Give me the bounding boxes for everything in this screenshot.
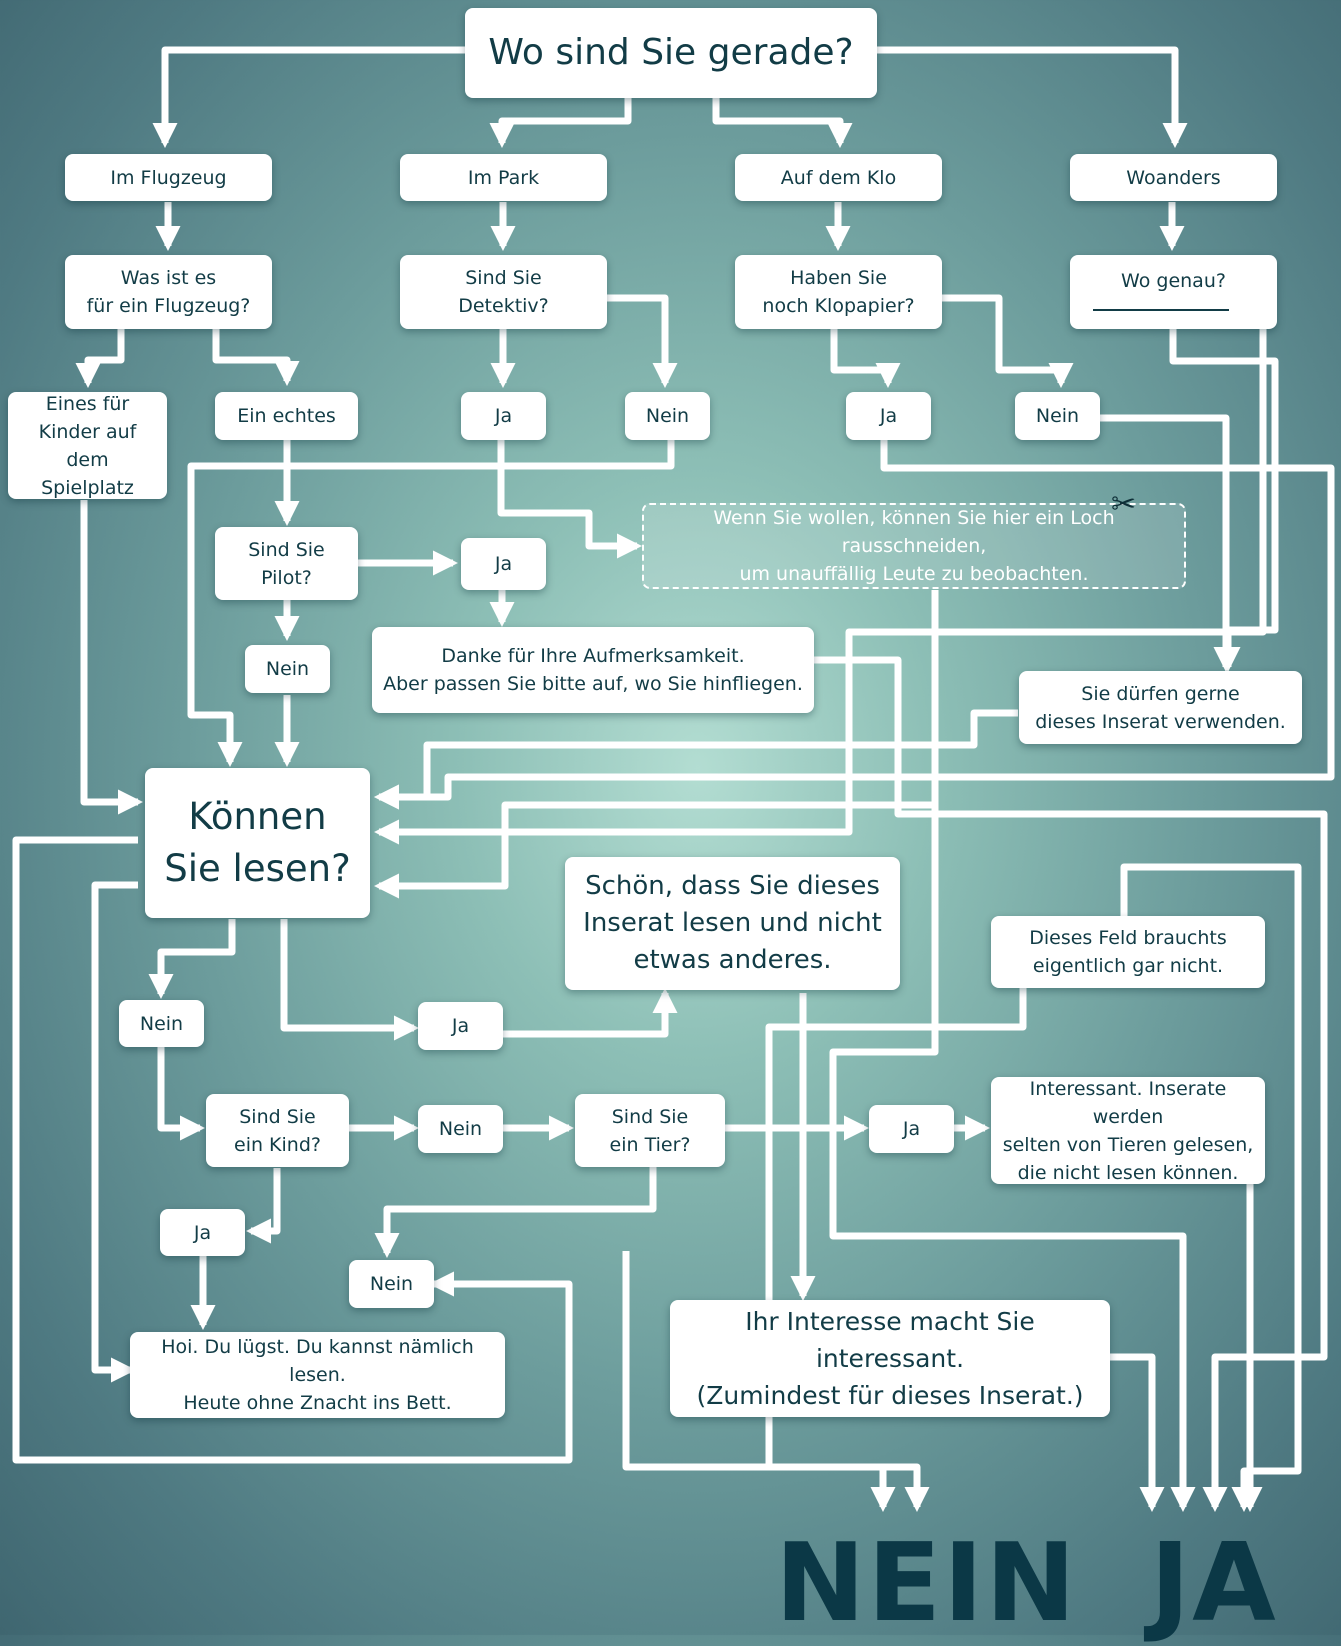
scissors-icon: ✂: [1111, 487, 1137, 522]
question-koennen-sie-lesen: Können Sie lesen?: [145, 768, 370, 918]
message-danke: Danke für Ihre Aufmerksamkeit. Aber pass…: [372, 627, 814, 713]
message-inserat-verwenden: Sie dürfen gerne dieses Inserat verwende…: [1019, 671, 1302, 744]
answer-eines-fuer-kinder: Eines für Kinder auf dem Spielplatz: [8, 392, 167, 499]
wo-genau-blank-line: [1093, 309, 1229, 311]
message-interesse: Ihr Interesse macht Sie interessant. (Zu…: [670, 1300, 1110, 1417]
answer-ja-lesen: Ja: [418, 1002, 503, 1050]
question-kind: Sind Sie ein Kind?: [206, 1094, 349, 1167]
question-klopapier: Haben Sie noch Klopapier?: [735, 255, 942, 329]
question-flugzeug-art: Was ist es für ein Flugzeug?: [65, 255, 272, 329]
answer-ein-echtes: Ein echtes: [215, 392, 358, 440]
outcome-ja: JA: [1150, 1521, 1278, 1646]
question-wo-genau: Wo genau?: [1070, 255, 1277, 329]
answer-ja-pilot: Ja: [461, 538, 546, 590]
question-tier: Sind Sie ein Tier?: [575, 1094, 725, 1167]
message-loch-rausschneiden: Wenn Sie wollen, können Sie hier ein Loc…: [642, 503, 1186, 589]
message-schoen: Schön, dass Sie dieses Inserat lesen und…: [565, 857, 900, 990]
outcome-nein: NEIN: [775, 1521, 1078, 1646]
answer-im-park: Im Park: [400, 154, 607, 201]
message-tiere: Interessant. Inserate werden selten von …: [991, 1077, 1265, 1184]
answer-auf-dem-klo: Auf dem Klo: [735, 154, 942, 201]
answer-im-flugzeug: Im Flugzeug: [65, 154, 272, 201]
answer-woanders: Woanders: [1070, 154, 1277, 201]
answer-ja-detektiv: Ja: [461, 392, 546, 440]
answer-nein-tier: Nein: [349, 1260, 434, 1308]
question-wo-sind-sie-gerade: Wo sind Sie gerade?: [465, 8, 877, 98]
wo-genau-label: Wo genau?: [1121, 270, 1226, 292]
question-pilot: Sind Sie Pilot?: [215, 527, 358, 600]
answer-ja-tier: Ja: [869, 1105, 954, 1153]
answer-nein-lesen: Nein: [119, 1000, 204, 1047]
message-luegst: Hoi. Du lügst. Du kannst nämlich lesen. …: [130, 1332, 505, 1418]
answer-nein-detektiv: Nein: [625, 392, 710, 440]
message-feld: Dieses Feld brauchts eigentlich gar nich…: [991, 916, 1265, 988]
answer-nein-klopapier: Nein: [1015, 392, 1100, 440]
answer-nein-kind: Nein: [418, 1105, 503, 1153]
answer-nein-pilot: Nein: [245, 645, 330, 693]
question-detektiv: Sind Sie Detektiv?: [400, 255, 607, 329]
answer-ja-kind: Ja: [160, 1209, 245, 1256]
answer-ja-klopapier: Ja: [846, 392, 931, 440]
